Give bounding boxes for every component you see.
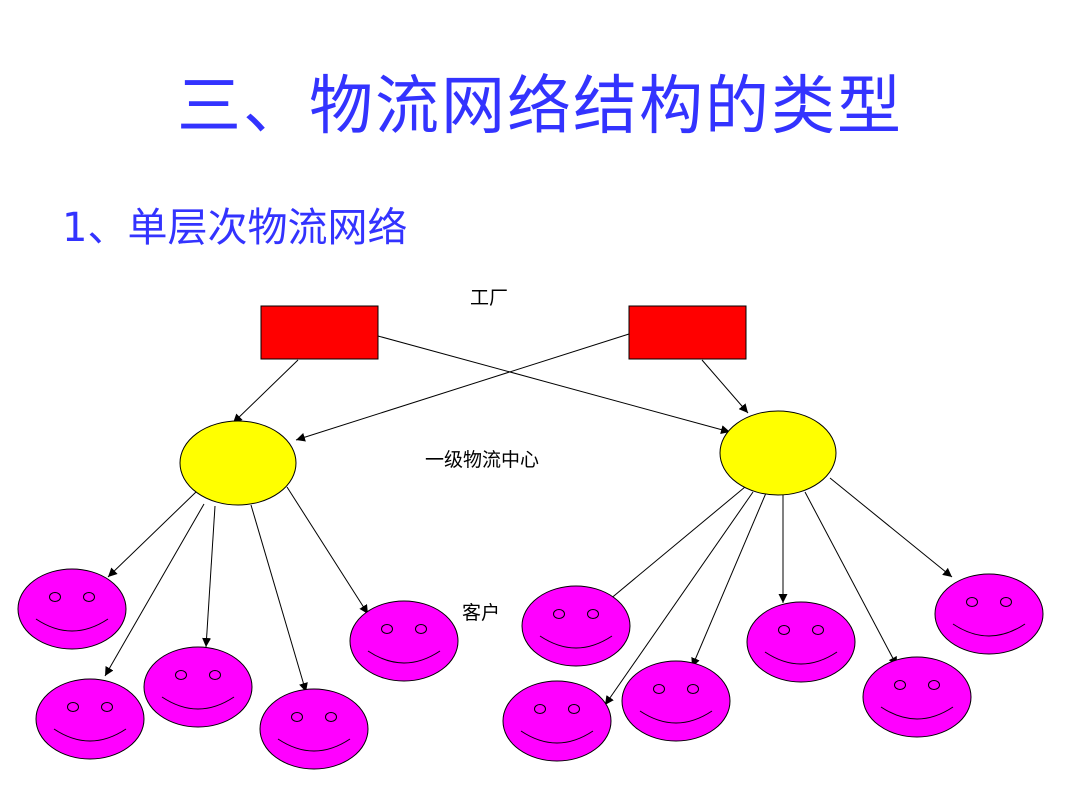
customer-node	[502, 680, 612, 762]
arrow-c2-cust2	[604, 491, 754, 706]
customer-eye	[687, 684, 699, 694]
customer-eye	[812, 625, 824, 635]
customer-node	[862, 656, 972, 738]
customer-mouth	[520, 730, 594, 744]
slide-subtitle: 1、单层次物流网络	[62, 205, 408, 251]
customer-face	[17, 568, 127, 650]
customer-mouth	[277, 738, 351, 752]
arrow-c2-cust5	[804, 491, 898, 667]
customer-mouth	[53, 728, 127, 742]
customer-face	[621, 660, 731, 742]
customer-mouth	[35, 618, 109, 632]
arrow-f1-c1	[232, 359, 299, 424]
arrow-c2-cust3	[691, 492, 767, 668]
customer-eye	[175, 670, 187, 680]
customer-face	[934, 573, 1044, 655]
center-label: 一级物流中心	[425, 449, 540, 471]
customer-eye	[415, 624, 427, 634]
customer-eye	[325, 712, 337, 722]
customer-node	[35, 678, 145, 760]
arrow-f1-c2	[377, 335, 731, 434]
customer-node	[934, 573, 1044, 655]
customer-face	[143, 646, 253, 728]
customer-mouth	[161, 696, 235, 710]
arrow-c1-cust4	[250, 504, 308, 693]
arrow-c1-cust2	[104, 503, 205, 677]
customer-face	[35, 678, 145, 760]
center-node	[719, 410, 837, 496]
customer-eye	[291, 712, 303, 722]
customer-label: 客户	[462, 602, 501, 624]
customer-eye	[381, 624, 393, 634]
customer-node	[259, 688, 369, 770]
factory-node	[628, 305, 747, 360]
customer-eye	[928, 680, 940, 690]
customer-node	[521, 585, 631, 667]
customer-face	[502, 680, 612, 762]
customer-eye	[553, 609, 565, 619]
arrow-c2-cust6	[829, 477, 953, 578]
customer-mouth	[880, 706, 954, 720]
factory-to-center-arrows	[232, 333, 749, 442]
arrow-c1-cust1	[107, 491, 197, 578]
customer-face	[349, 600, 459, 682]
arrow-c2-cust1	[602, 486, 746, 606]
customer-node	[621, 660, 731, 742]
customer-eye	[653, 684, 665, 694]
factory-node	[260, 305, 379, 360]
customer-mouth	[639, 710, 713, 724]
center-node	[179, 420, 297, 506]
center1-to-customer-arrows	[104, 486, 369, 693]
arrow-f2-c1	[295, 333, 630, 442]
arrow-c1-cust5	[286, 486, 369, 615]
slide-title: 三、物流网络结构的类型	[177, 70, 903, 144]
customer-node	[746, 601, 856, 683]
customer-mouth	[952, 623, 1026, 637]
customer-eye	[67, 702, 79, 712]
arrow-f2-c2	[701, 359, 749, 414]
factory-label: 工厂	[470, 287, 509, 309]
customer-eye	[568, 704, 580, 714]
customer-node	[17, 568, 127, 650]
customer-face	[862, 656, 972, 738]
customer-eye	[49, 592, 61, 602]
customer-eye	[587, 609, 599, 619]
customer-node	[349, 600, 459, 682]
customer-eye	[209, 670, 221, 680]
distribution-centers	[179, 410, 837, 506]
customer-eye	[101, 702, 113, 712]
customer-mouth	[539, 635, 613, 649]
customer-face	[521, 585, 631, 667]
customer-node	[143, 646, 253, 728]
customer-eye	[966, 597, 978, 607]
customer-eye	[83, 592, 95, 602]
customer-eye	[534, 704, 546, 714]
customer-eye	[778, 625, 790, 635]
customer-mouth	[367, 650, 441, 664]
arrow-c1-cust3	[202, 505, 216, 648]
customer-mouth	[764, 651, 838, 665]
center2-to-customer-arrows	[602, 477, 953, 706]
customer-face	[746, 601, 856, 683]
customer-eye	[1000, 597, 1012, 607]
customers	[17, 568, 1044, 770]
customer-face	[259, 688, 369, 770]
factories	[260, 305, 747, 360]
customer-eye	[894, 680, 906, 690]
